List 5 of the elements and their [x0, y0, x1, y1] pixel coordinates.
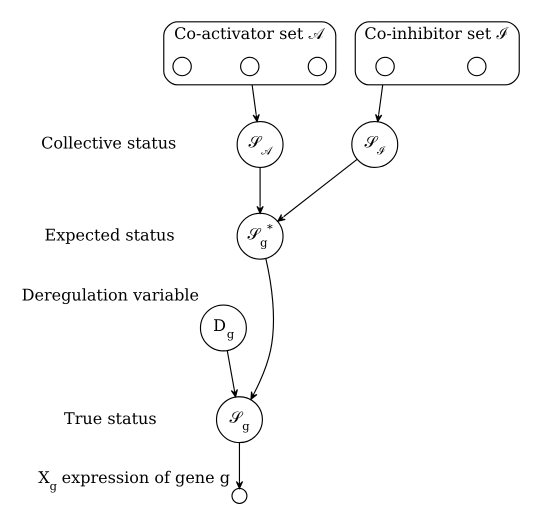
node-label: X$_{g}$ expression of gene g	[38, 468, 230, 493]
label: Collective status	[41, 134, 176, 153]
label: True status	[64, 408, 157, 428]
node-label: Deregulation variable	[22, 286, 200, 305]
label: Expected status	[44, 225, 175, 244]
